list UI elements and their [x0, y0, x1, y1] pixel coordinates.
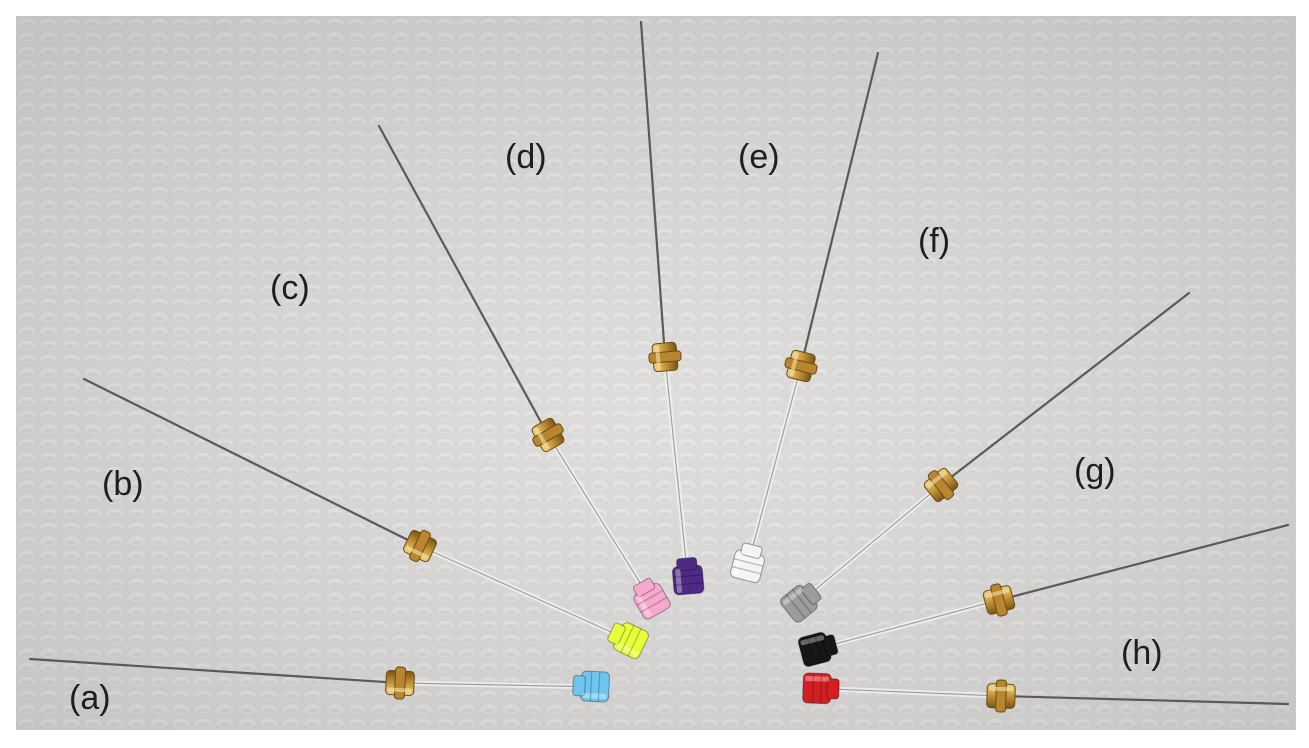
needle-shaft	[999, 694, 1290, 706]
needle-label-b: (b)	[102, 465, 144, 503]
needle-label-c: (c)	[270, 269, 310, 307]
hub-white	[730, 542, 765, 583]
needle-label-e: (e)	[738, 138, 780, 176]
hub-yellow-green	[607, 622, 649, 660]
needle-shaft	[28, 657, 402, 685]
brass-collar	[986, 679, 1016, 713]
needle-shaft	[377, 124, 550, 437]
needle-e	[730, 51, 880, 583]
needle-label-d: (d)	[505, 138, 547, 176]
needle-label-f: (f)	[918, 222, 951, 260]
needle-b	[82, 377, 649, 660]
needle-shaft	[639, 20, 667, 359]
hub-gray	[780, 582, 822, 623]
brass-collar	[385, 666, 415, 700]
hub-light-blue	[572, 670, 610, 703]
needle-c	[377, 124, 671, 620]
needle-shaft	[799, 51, 880, 368]
brass-collar	[403, 529, 437, 563]
brass-collar	[923, 468, 959, 502]
needle-photo	[16, 16, 1296, 730]
hub-pink	[632, 577, 671, 620]
needle-label-g: (g)	[1074, 452, 1116, 490]
needle-label-a: (a)	[69, 679, 111, 717]
needle-d	[639, 20, 705, 596]
needle-f	[780, 291, 1191, 623]
brass-collar	[531, 417, 565, 453]
hub-black	[797, 631, 839, 667]
needle-shaft	[82, 377, 422, 548]
needle-shaft	[939, 291, 1191, 487]
needle-g	[797, 523, 1290, 667]
hub-red	[802, 672, 840, 705]
needle-h	[802, 672, 1290, 713]
hub-purple	[671, 557, 705, 596]
brass-collar	[982, 583, 1016, 617]
brass-collar	[648, 341, 682, 373]
needle-a	[28, 657, 610, 703]
needle-shaft	[997, 523, 1290, 602]
brass-collar	[784, 349, 818, 383]
needle-label-h: (h)	[1121, 634, 1163, 672]
photo-frame: (a) (b) (c) (d) (e) (f) (g) (h)	[16, 16, 1296, 730]
